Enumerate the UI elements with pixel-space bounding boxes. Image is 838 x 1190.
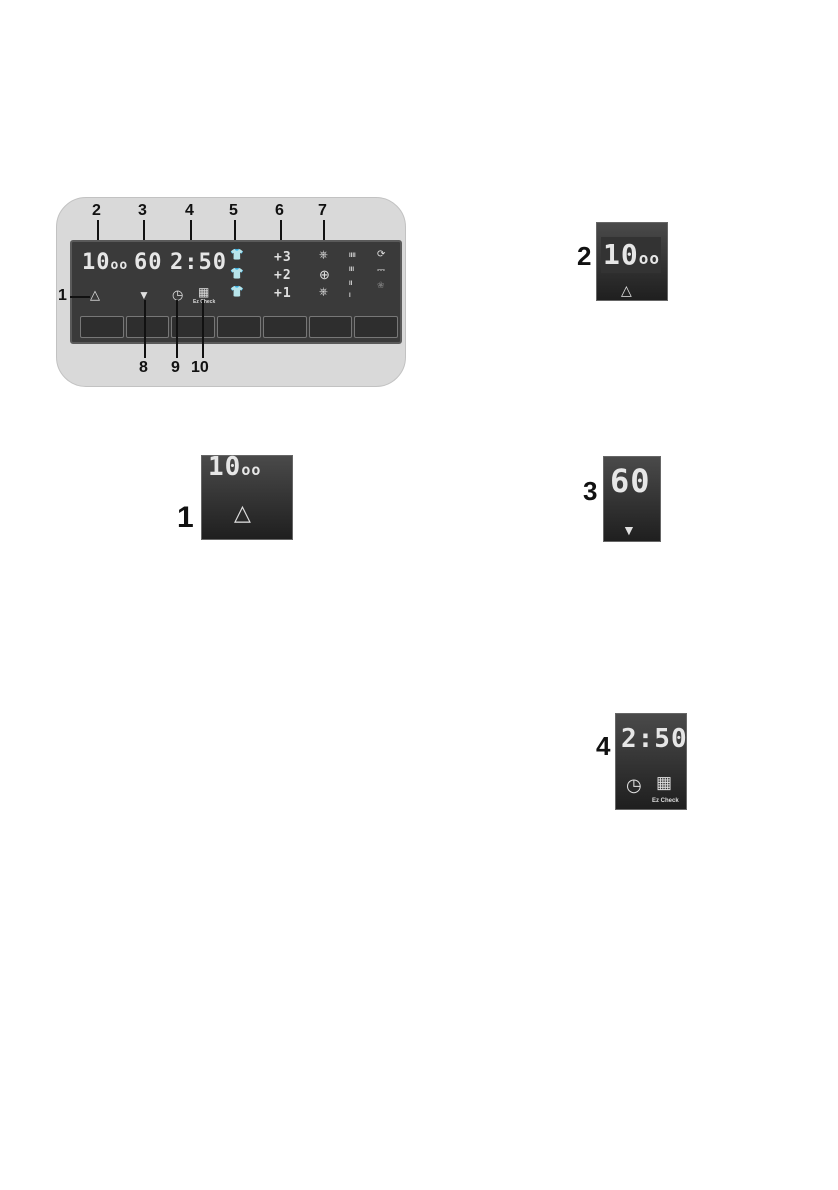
ez-check-icon: ▦ — [198, 285, 210, 299]
rinse-plus-1: +1 — [274, 286, 292, 301]
inset-4-number: 4 — [596, 731, 611, 761]
button-row — [80, 316, 399, 338]
basin-icon: ⎈ — [319, 286, 328, 298]
inset-3-display: 60 ▼ — [603, 456, 661, 542]
inset-1-value: 10 — [208, 452, 242, 482]
dry-level-1: I — [349, 293, 351, 299]
inset-1-digits: 10oo — [208, 454, 261, 480]
ez-check-icon: ▦ — [656, 773, 673, 792]
inset-2-number: 2 — [577, 241, 592, 271]
dry-level-4: IIII — [349, 253, 356, 259]
callout-4: 4 — [185, 202, 194, 219]
shirt-icon: 👕 — [230, 286, 244, 298]
lcd-display: 10oo 60 2:50 👕 👕 👕 +3 +2 +1 ⎈ ⊕ ⎈ IIII I… — [70, 240, 402, 344]
leader-line — [97, 220, 99, 250]
iron-icon: ⎓ — [377, 265, 385, 276]
basin-icon: ⎈ — [319, 249, 328, 261]
inset-2-digits: 10oo — [603, 241, 660, 269]
inset-2-screen — [601, 237, 661, 273]
clock-digits: 2:50 — [170, 250, 227, 275]
inset-1-number: 1 — [177, 501, 194, 534]
inset-3-number: 3 — [583, 476, 598, 506]
leader-line — [202, 300, 204, 358]
timer-icon: ◷ — [626, 775, 642, 795]
callout-10: 10 — [191, 359, 209, 376]
temperature-digits: 60 — [134, 250, 163, 275]
panel-button[interactable] — [354, 316, 399, 338]
wash-time-digits: 10oo — [82, 252, 128, 274]
rinse-plus-3: +3 — [274, 250, 292, 265]
timer-icon: ◷ — [172, 287, 184, 302]
leader-line — [280, 220, 282, 250]
wash-time-minutes: oo — [110, 258, 129, 273]
leader-line — [70, 296, 90, 298]
shirt-icon: 👕 — [230, 268, 244, 280]
shirt-icon: 👕 — [230, 249, 244, 261]
panel-button[interactable] — [217, 316, 261, 338]
panel-button[interactable] — [80, 316, 124, 338]
wash-time-value: 10 — [82, 250, 111, 275]
inset-2-display: 10oo △ — [596, 222, 668, 301]
panel-button[interactable] — [262, 316, 307, 338]
wifi-icon: ▼ — [622, 522, 636, 538]
leader-line — [323, 220, 325, 250]
panel-button[interactable] — [171, 316, 216, 338]
leader-line — [176, 300, 178, 358]
lock-icon: △ — [234, 500, 251, 525]
dry-icon: ⟳ — [377, 249, 386, 260]
rinse-plus-2: +2 — [274, 268, 292, 283]
wifi-icon: ▼ — [138, 288, 150, 302]
dry-level-3: III — [349, 267, 355, 273]
fan-icon: ❀ — [377, 280, 385, 290]
callout-6: 6 — [275, 202, 284, 219]
lock-icon: △ — [621, 282, 632, 298]
leader-line — [143, 220, 145, 250]
inset-4-digits: 2:50 — [621, 724, 688, 754]
leader-line — [144, 300, 146, 358]
panel-button[interactable] — [308, 316, 353, 338]
callout-9: 9 — [171, 359, 180, 376]
ez-check-label: Ez Check — [652, 798, 679, 804]
callout-2: 2 — [92, 202, 101, 219]
ez-check-label: Ez Check — [193, 299, 216, 305]
leader-line — [234, 220, 236, 250]
inset-4-display: 2:50 ◷ ▦ Ez Check — [615, 713, 687, 810]
leader-line — [190, 220, 192, 250]
inset-2-value: 10 — [603, 238, 639, 271]
panel-button[interactable] — [125, 316, 170, 338]
inset-2-minutes: oo — [638, 249, 660, 268]
soak-icon: ⊕ — [319, 267, 330, 282]
inset-1-display: 10oo △ — [201, 454, 293, 540]
callout-8: 8 — [139, 359, 148, 376]
dry-level-2: II — [349, 281, 353, 287]
callout-3: 3 — [138, 202, 147, 219]
callout-7: 7 — [318, 202, 327, 219]
callout-5: 5 — [229, 202, 238, 219]
inset-1-minutes: oo — [241, 461, 262, 479]
lock-icon: △ — [90, 287, 100, 302]
callout-1: 1 — [58, 287, 67, 304]
inset-3-digits: 60 — [610, 462, 651, 500]
